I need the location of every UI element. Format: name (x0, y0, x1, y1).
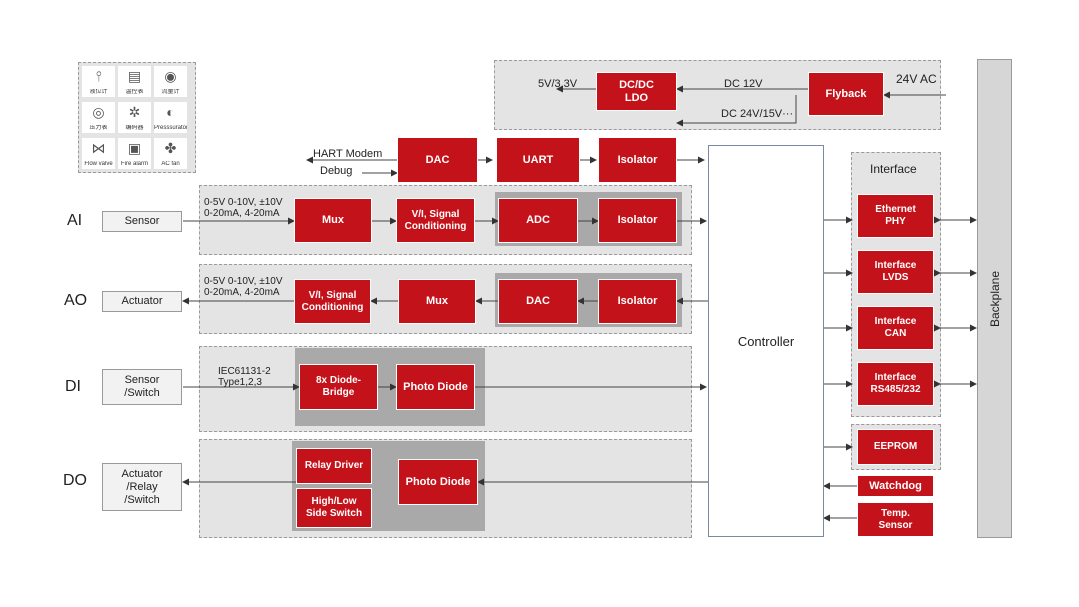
device-caption: 液位计 (89, 89, 108, 95)
device-caption: Presssurator (154, 125, 187, 131)
signal-label-ai: AI (67, 212, 83, 229)
interface-title: Interface (870, 162, 917, 176)
lvds-interface-block: Interface LVDS (857, 250, 934, 294)
device-tile: ⋈ Flow valve (82, 138, 115, 169)
eeprom-block: EEPROM (857, 429, 934, 465)
hart-isolator-block: Isolator (598, 137, 677, 183)
sensor-box: Sensor (102, 211, 182, 232)
uart-block: UART (496, 137, 580, 183)
device-tile: ▣ Fire alarm (118, 138, 151, 169)
device-caption: Fire alarm (120, 161, 148, 167)
do-photo-diode-block: Photo Diode (398, 459, 478, 505)
device-caption: 压力表 (89, 125, 108, 131)
output-voltage-label: 5V/3.3V (538, 78, 578, 90)
pressure-gauge-icon: ◎ (92, 104, 105, 120)
ai-isolator-block: Isolator (598, 198, 677, 243)
device-caption: 温控表 (125, 89, 144, 95)
pressure-sensor-icon: ◐ (166, 104, 175, 120)
ao-mux-block: Mux (398, 279, 476, 324)
flow-valve-icon: ⋈ (91, 140, 106, 156)
dc12-label: DC 12V (724, 78, 763, 90)
do-switch-block: High/Low Side Switch (296, 488, 372, 528)
flyback-block: Flyback (808, 72, 884, 116)
sensor-switch-box: Sensor /Switch (102, 369, 182, 405)
ai-range-text: 0-5V 0-10V, ±10V 0-20mA, 4-20mA (204, 197, 283, 219)
ethernet-phy-block: Ethernet PHY (857, 194, 934, 238)
signal-label-di: DI (65, 378, 81, 395)
device-tile: ◐ Presssurator (154, 102, 187, 133)
temperature-sensor-block: Temp. Sensor (857, 502, 934, 537)
actuator-relay-switch-box: Actuator /Relay /Switch (102, 463, 182, 511)
ao-conditioning-block: V/I, Signal Conditioning (294, 279, 371, 324)
device-tile: ✤ AC fan (154, 138, 187, 169)
device-tile: ◎ 压力表 (82, 102, 115, 133)
device-caption: 编码器 (125, 125, 144, 131)
ac-fan-icon: ✤ (164, 140, 177, 156)
di-standard-text: IEC61131-2 Type1,2,3 (218, 366, 271, 388)
fire-alarm-icon: ▣ (127, 140, 142, 156)
device-caption: Flow valve (84, 161, 113, 167)
debug-label: Debug (320, 165, 353, 177)
can-interface-block: Interface CAN (857, 306, 934, 350)
di-photo-diode-block: Photo Diode (396, 364, 475, 410)
encoder-icon: ✲ (128, 104, 141, 120)
signal-label-do: DO (63, 472, 87, 489)
ai-mux-block: Mux (294, 198, 372, 243)
device-tile: ◉ 流量计 (154, 66, 187, 97)
ao-isolator-block: Isolator (598, 279, 677, 324)
hart-modem-label: HART Modem (313, 148, 383, 160)
ac-input-label: 24V AC (896, 72, 937, 86)
device-tile: ⫯ 液位计 (82, 66, 115, 97)
ai-adc-block: ADC (498, 198, 578, 243)
dc24-label: DC 24V/15V··· (721, 108, 794, 120)
backplane-label: Backplane (987, 270, 1002, 327)
level-gauge-icon: ⫯ (95, 68, 102, 84)
ai-conditioning-block: V/I, Signal Conditioning (396, 198, 475, 243)
device-caption: 流量计 (161, 89, 180, 95)
field-device-panel: ⫯ 液位计 ▤ 温控表 ◉ 流量计 ◎ 压力表 ✲ 编码器 ◐ Presssur… (78, 62, 196, 173)
temperature-controller-icon: ▤ (127, 68, 142, 84)
controller-block: Controller (708, 145, 824, 537)
di-diode-bridge-block: 8x Diode- Bridge (299, 364, 378, 410)
flow-meter-icon: ◉ (164, 68, 177, 84)
dcdc-ldo-block: DC/DC LDO (596, 72, 677, 111)
do-relay-driver-block: Relay Driver (296, 448, 372, 484)
rs485-interface-block: Interface RS485/232 (857, 362, 934, 406)
device-tile: ▤ 温控表 (118, 66, 151, 97)
device-caption: AC fan (161, 161, 180, 167)
ao-range-text: 0-5V 0-10V, ±10V 0-20mA, 4-20mA (204, 276, 283, 298)
ao-dac-block: DAC (498, 279, 578, 324)
actuator-box: Actuator (102, 291, 182, 312)
device-tile: ✲ 编码器 (118, 102, 151, 133)
backplane-bar: Backplane (977, 59, 1012, 538)
hart-dac-block: DAC (397, 137, 478, 183)
watchdog-block: Watchdog (857, 475, 934, 497)
signal-label-ao: AO (64, 292, 88, 309)
